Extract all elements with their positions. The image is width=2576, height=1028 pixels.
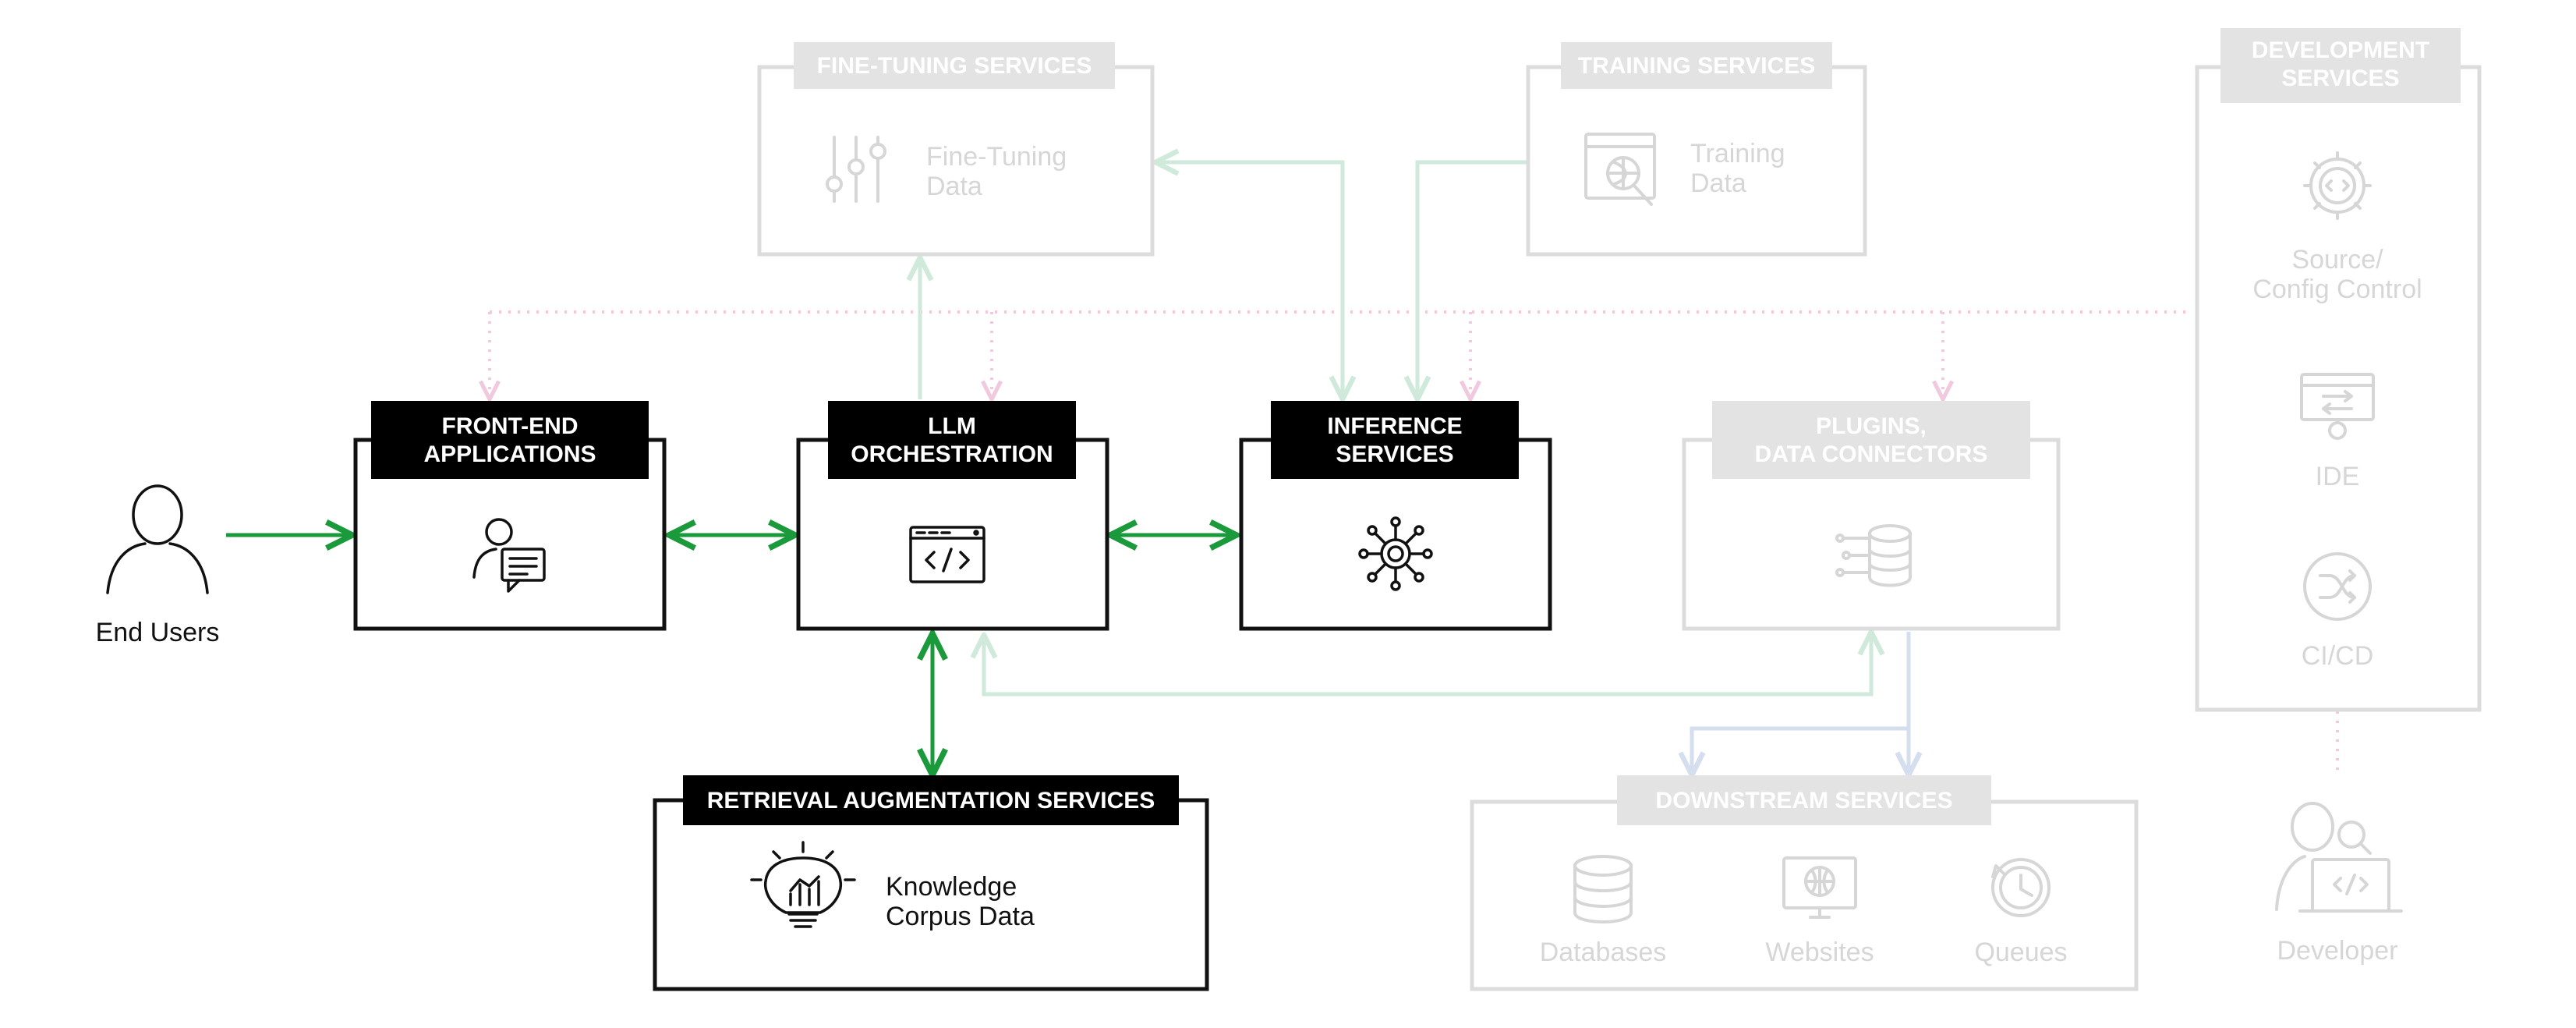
plugins-header-line1: PLUGINS, [1816, 413, 1927, 439]
lightbulb-chart-icon [750, 841, 856, 928]
globe-monitor-icon [1782, 856, 1857, 919]
fine-tuning-header: FINE-TUNING SERVICES [817, 53, 1092, 79]
user-icon [106, 484, 209, 594]
database-icon [1573, 855, 1633, 923]
llm-orchestration-box[interactable]: LLM ORCHESTRATION [796, 401, 1109, 631]
developer-node[interactable]: Developer [2275, 802, 2403, 966]
downstream-item-databases[interactable]: Databases [1540, 855, 1667, 967]
cicd-label: CI/CD [2302, 641, 2374, 671]
sliders-icon [826, 136, 886, 203]
front-end-header-tab [371, 401, 649, 479]
code-gear-icon [2303, 151, 2372, 220]
development-header-tab [2220, 28, 2461, 103]
downstream-header: DOWNSTREAM SERVICES [1655, 788, 1952, 814]
development-item-ide[interactable]: IDE [2300, 373, 2375, 491]
fine-tuning-label-line1: Fine-Tuning [926, 142, 1067, 172]
shuffle-icon [2303, 552, 2372, 621]
development-header-line2: SERVICES [2281, 66, 2399, 91]
arrow-llm-plugins [984, 632, 1871, 697]
llm-header-line2: ORCHESTRATION [851, 441, 1053, 467]
queues-label: Queues [1974, 938, 2067, 967]
arrow-branch-to-downstream [1692, 726, 1909, 775]
retrieval-label-line1: Knowledge [886, 872, 1017, 902]
front-end-applications-box[interactable]: FRONT-END APPLICATIONS [353, 401, 667, 631]
developer-label: Developer [2277, 936, 2398, 966]
development-header-line1: DEVELOPMENT [2252, 37, 2429, 63]
faded-green-connectors [920, 160, 1871, 697]
front-end-header-line1: FRONT-END [442, 413, 579, 439]
inference-header-line2: SERVICES [1336, 441, 1453, 467]
training-label-line1: Training [1690, 139, 1785, 168]
training-services-box[interactable]: TRAINING SERVICES Training Data [1526, 42, 1867, 257]
code-window-icon [909, 526, 985, 583]
downstream-services-box[interactable]: DOWNSTREAM SERVICES Databases Websites [1470, 775, 2139, 991]
fine-tuning-services-box[interactable]: FINE-TUNING SERVICES Fine-Tuning Data [757, 42, 1155, 257]
developer-icon [2275, 802, 2403, 913]
ide-label: IDE [2316, 462, 2360, 491]
development-item-cicd[interactable]: CI/CD [2302, 552, 2374, 671]
inference-header-line1: INFERENCE [1327, 413, 1462, 439]
plugins-header-tab [1712, 401, 2030, 479]
websites-label: Websites [1765, 938, 1874, 967]
retrieval-augmentation-box[interactable]: RETRIEVAL AUGMENTATION SERVICES Knowledg… [653, 775, 1209, 991]
web-search-icon [1584, 133, 1656, 206]
source-config-label-line2: Config Control [2252, 275, 2422, 304]
training-label-line2: Data [1690, 168, 1746, 198]
ide-icon [2300, 373, 2375, 440]
source-config-label-line1: Source/ [2291, 245, 2383, 275]
plugins-header-line2: DATA CONNECTORS [1755, 441, 1988, 467]
fine-tuning-label-line2: Data [926, 172, 982, 201]
end-users-node[interactable]: End Users [96, 484, 220, 647]
ai-network-icon [1358, 516, 1433, 591]
downstream-header-tab [1617, 775, 1991, 825]
retrieval-header-tab [683, 775, 1179, 825]
databases-label: Databases [1540, 938, 1667, 967]
fine-tuning-header-tab [794, 42, 1115, 89]
arrow-training-to-inference [1417, 160, 1528, 399]
llm-header-tab [828, 401, 1076, 479]
training-header-tab [1561, 42, 1832, 89]
inference-services-box[interactable]: INFERENCE SERVICES [1239, 401, 1552, 631]
inference-header-tab [1271, 401, 1519, 479]
retrieval-label-line2: Corpus Data [886, 902, 1035, 931]
development-services-box[interactable]: DEVELOPMENT SERVICES Source/ Config Cont… [2195, 28, 2482, 712]
plugins-data-connectors-box[interactable]: PLUGINS, DATA CONNECTORS [1682, 401, 2061, 631]
front-end-header-line2: APPLICATIONS [423, 441, 596, 467]
clock-cycle-icon [1991, 858, 2051, 917]
retrieval-header: RETRIEVAL AUGMENTATION SERVICES [707, 788, 1155, 814]
end-users-label: End Users [96, 618, 220, 647]
user-chat-icon [472, 518, 546, 593]
development-item-source-config[interactable]: Source/ Config Control [2252, 151, 2422, 304]
arrow-inference-finetuning [1155, 162, 1343, 399]
active-connectors [226, 535, 1237, 775]
training-header: TRAINING SERVICES [1578, 53, 1816, 79]
llm-header-line1: LLM [928, 413, 976, 439]
database-connector-icon [1835, 524, 1912, 587]
faded-blue-connectors [1692, 632, 1909, 775]
downstream-item-websites[interactable]: Websites [1765, 856, 1874, 967]
downstream-item-queues[interactable]: Queues [1974, 858, 2068, 967]
